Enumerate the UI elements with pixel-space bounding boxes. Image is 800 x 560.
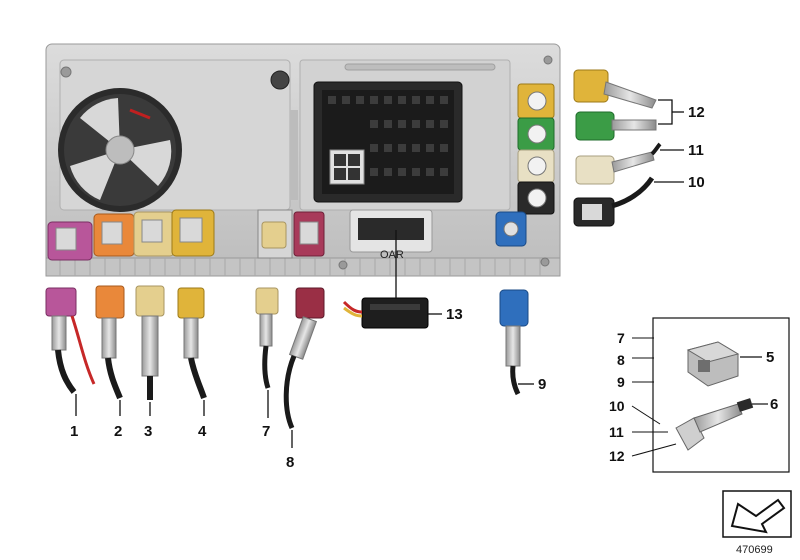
inset-detail-box: 7 8 9 10 11 12 5 6	[609, 317, 790, 473]
inset-part-6-angled-plug	[675, 398, 754, 451]
inset-part-5-housing	[686, 341, 740, 387]
svg-text:OAR: OAR	[380, 249, 404, 261]
callout-10: 10	[688, 174, 705, 191]
diagram-code: 470699	[736, 544, 773, 556]
orientation-arrow-icon	[722, 490, 792, 538]
inset-callout-6: 6	[770, 396, 778, 413]
housing-sockets-right	[495, 83, 555, 247]
housing-sockets-left	[47, 209, 215, 261]
plug-part-11	[575, 142, 662, 185]
callout-12: 12	[688, 104, 705, 121]
housing-sockets-middle: OAR	[257, 209, 433, 261]
quadlock-socket	[313, 81, 463, 203]
callout-13: 13	[446, 306, 463, 323]
inset-label-12: 12	[609, 448, 625, 464]
plug-part-10	[573, 176, 655, 227]
callout-9: 9	[538, 376, 546, 393]
plug-part-9	[499, 289, 529, 396]
callout-11: 11	[688, 142, 704, 159]
callout-1: 1	[70, 423, 78, 440]
plug-part-12-green	[575, 111, 657, 141]
callout-4: 4	[198, 423, 207, 440]
plug-part-3	[135, 285, 165, 400]
callout-8: 8	[286, 454, 294, 471]
callout-2: 2	[114, 423, 122, 440]
plug-part-1	[45, 287, 96, 394]
inset-label-8: 8	[617, 352, 625, 368]
inset-label-11: 11	[609, 424, 624, 440]
plug-part-8	[283, 287, 325, 430]
plug-part-12-yellow	[573, 69, 657, 109]
plug-part-4	[177, 287, 207, 399]
plug-part-2	[95, 285, 125, 400]
inset-callout-5: 5	[766, 349, 774, 366]
cooling-fan	[58, 88, 182, 212]
callout-7: 7	[262, 423, 270, 440]
leader-lines	[75, 99, 684, 448]
inset-label-10: 10	[609, 398, 625, 414]
inset-label-7: 7	[617, 330, 625, 346]
inset-label-9: 9	[617, 374, 625, 390]
plug-part-7	[255, 287, 279, 389]
callout-3: 3	[144, 423, 152, 440]
plug-part-13	[342, 297, 429, 329]
